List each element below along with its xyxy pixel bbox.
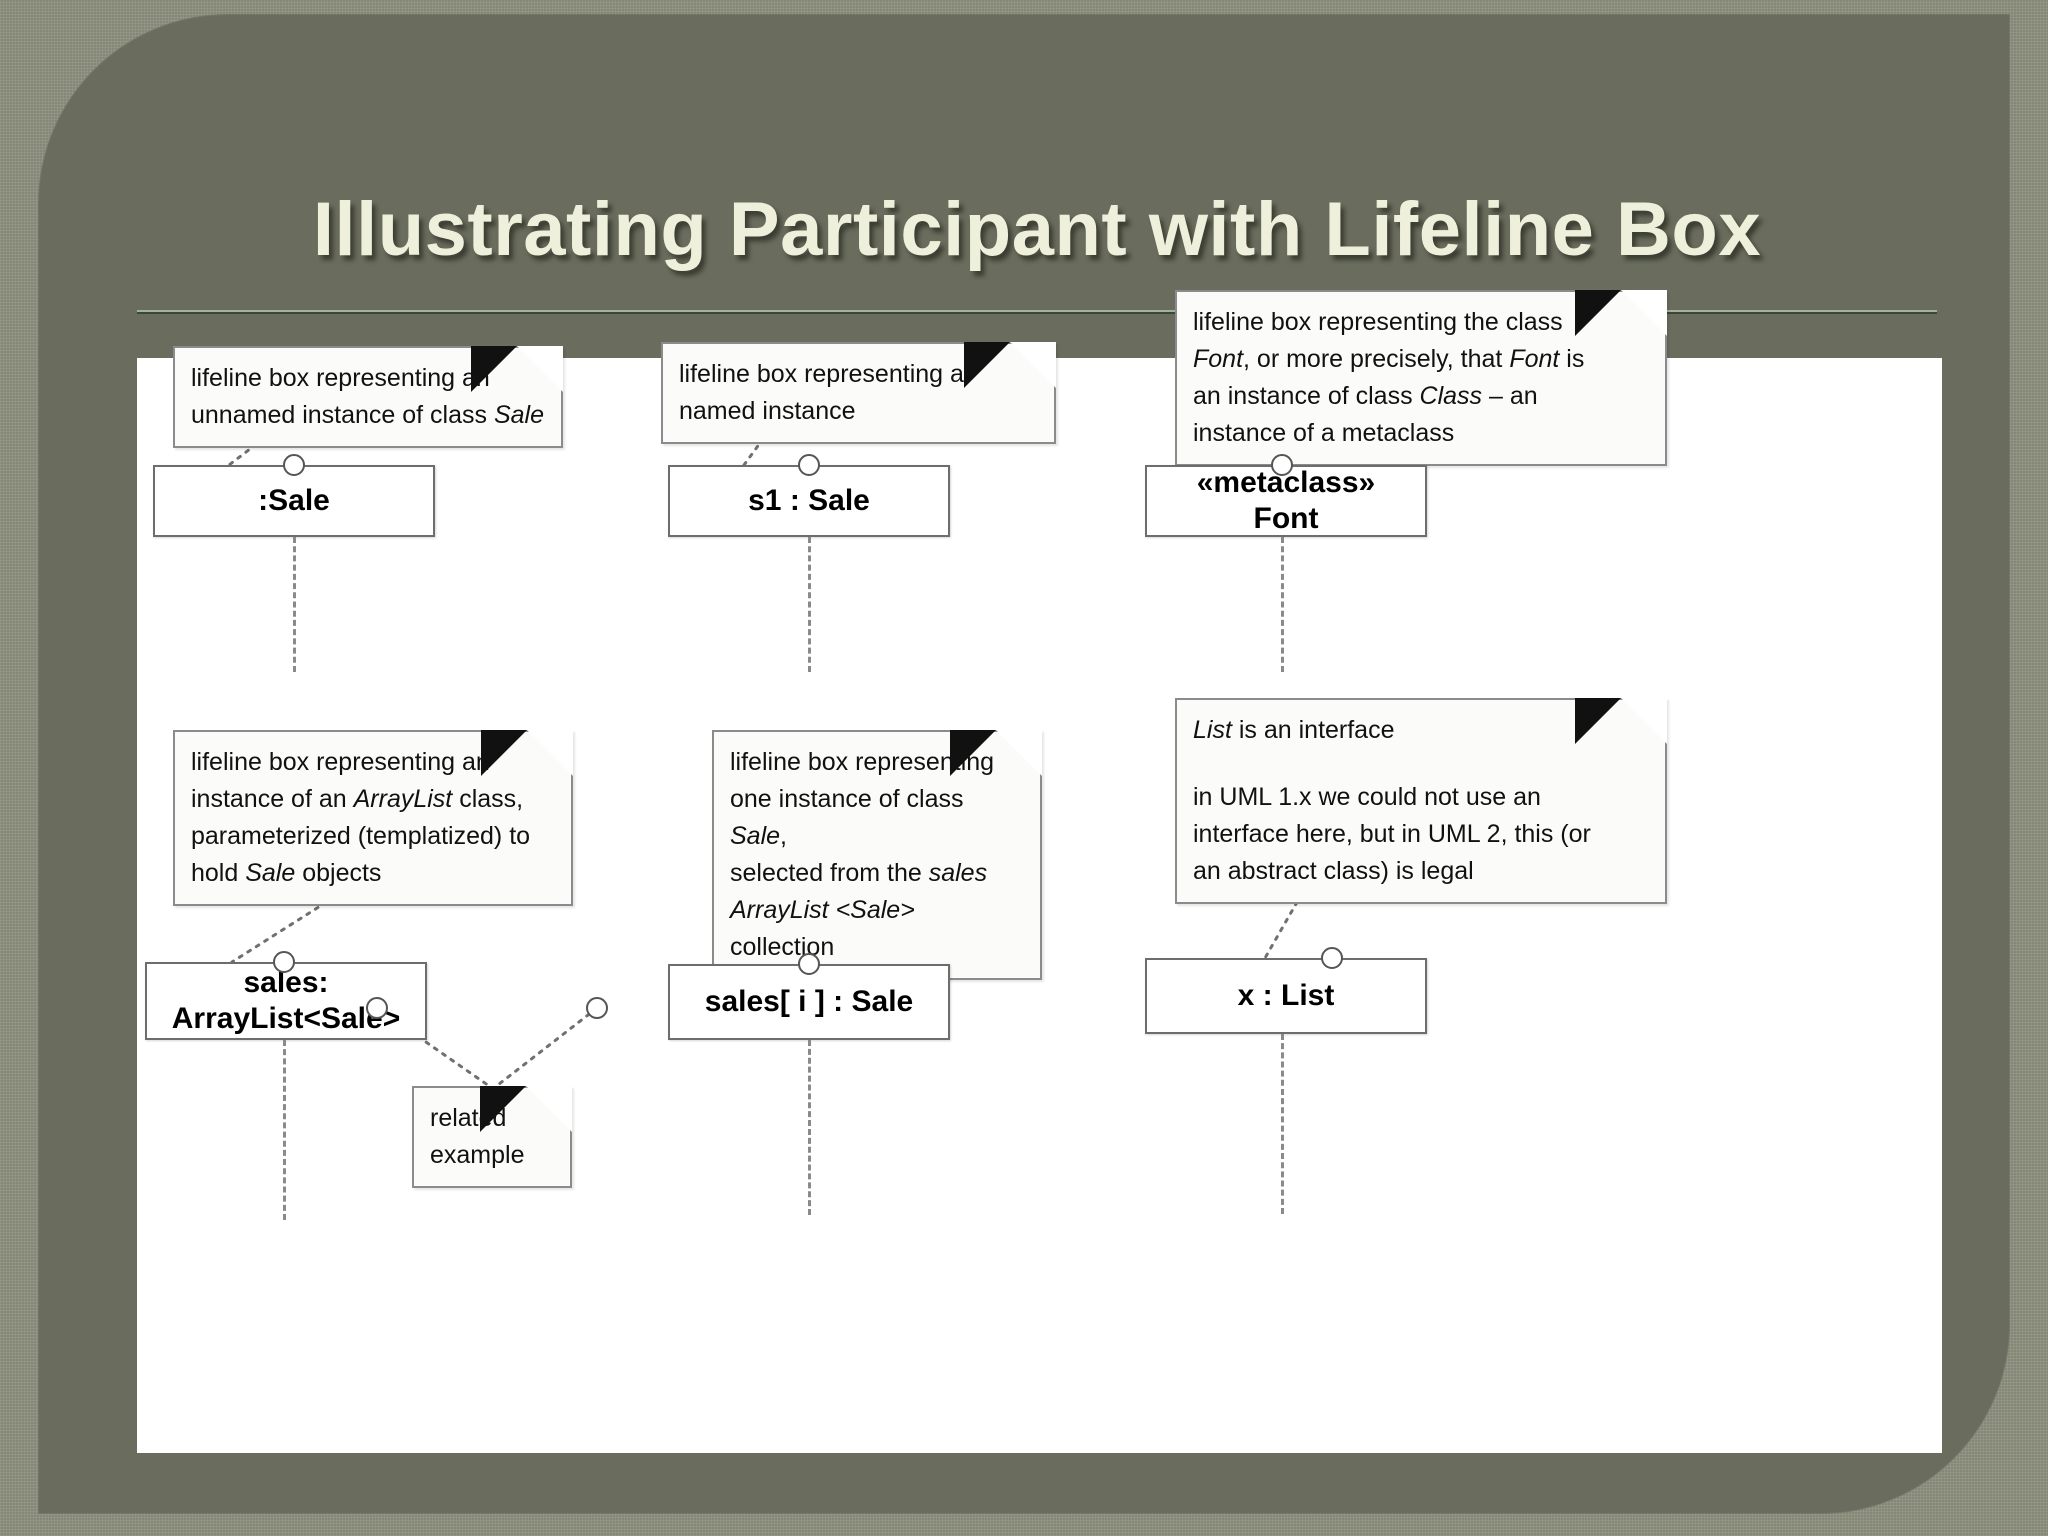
title-block: Illustrating Participant with Lifeline B… [137,180,1937,320]
lifeline-x-list: x : List [1145,947,1427,1214]
note-arraylist: lifeline box representing an instance of… [173,730,573,906]
note-line: lifeline box representing a [679,360,964,388]
lifeline-box[interactable]: «metaclass» Font [1145,465,1427,537]
lifeline-label: sales[ i ] : Sale [704,985,914,1018]
lifeline-anchor-circle [798,953,820,975]
note-line: hold Sale objects [191,859,382,887]
diagram-canvas: lifeline box representing an unnamed ins… [137,290,1942,1453]
lifeline-s1-sale: s1 : Sale [668,454,950,672]
note-line: parameterized (templatized) to [191,822,531,850]
related-example-left-anchor [366,997,388,1019]
lifeline-anchor-circle [273,951,295,973]
note-list-interface: List is an interface in UML 1.x we could… [1175,698,1667,904]
lifeline-dashed-stem [808,1040,811,1215]
related-example-right-anchor [586,997,608,1019]
note-fold-icon [1575,698,1667,744]
lifeline-anchor-circle [798,454,820,476]
lifeline-box[interactable]: x : List [1145,958,1427,1034]
title-divider [137,310,1937,314]
note-line: named instance [679,397,856,425]
note-line: Font, or more precisely, that Font is [1193,345,1585,373]
lifeline-metaclass-font: «metaclass» Font [1145,454,1427,672]
lifeline-box[interactable]: s1 : Sale [668,465,950,537]
note-line: unnamed instance of class Sale [191,401,545,429]
note-line: instance of an ArrayList class, [191,785,524,813]
note-line: in UML 1.x we could not use an [1193,783,1541,811]
lifeline-sale: :Sale [153,454,435,672]
lifeline-dashed-stem [283,1040,286,1220]
note-line: selected from the sales [730,859,988,887]
note-line: interface here, but in UML 2, this (or [1193,820,1591,848]
note-fold-icon [964,342,1056,388]
note-line: lifeline box representing an [191,748,490,776]
lifeline-label: :Sale [258,484,330,517]
note-fold-icon [471,346,563,392]
lifeline-dashed-stem [293,537,296,672]
lifeline-dashed-stem [1281,1034,1284,1214]
lifeline-box[interactable]: sales: ArrayList<Sale> [145,962,427,1040]
lifeline-box[interactable]: :Sale [153,465,435,537]
lifeline-anchor-circle [1321,947,1343,969]
note-named-instance: lifeline box representing a named instan… [661,342,1056,444]
page-title: Illustrating Participant with Lifeline B… [312,187,1762,272]
lifeline-box[interactable]: sales[ i ] : Sale [668,964,950,1040]
lifeline-anchor-circle [283,454,305,476]
note-line: one instance of class Sale, [730,785,964,850]
note-fold-icon [1575,290,1667,336]
lifeline-label-type: ArrayList<Sale> [171,1002,401,1035]
lifeline-label: x : List [1237,979,1335,1012]
lifeline-sales-i-sale: sales[ i ] : Sale [668,953,950,1215]
note-line: instance of a metaclass [1193,419,1455,447]
note-unnamed-instance: lifeline box representing an unnamed ins… [173,346,563,448]
note-fold-icon [480,1086,572,1132]
lifeline-sales-arraylist: sales: ArrayList<Sale> [145,951,427,1220]
lifeline-label: s1 : Sale [748,484,870,517]
note-line: an abstract class) is legal [1193,857,1474,885]
note-line: lifeline box representing an [191,364,490,392]
note-fold-icon [481,730,573,776]
note-line: ArrayList <Sale> collection [730,896,915,961]
note-fold-icon [950,730,1042,776]
note-line: example [430,1141,525,1169]
lifeline-dashed-stem [1281,537,1284,672]
note-blank-line [1193,749,1649,779]
lifeline-anchor-circle [1271,454,1293,476]
lifeline-label: Font [1253,502,1319,535]
note-metaclass: lifeline box representing the class Font… [1175,290,1667,466]
note-line: an instance of class Class – an [1193,382,1538,410]
note-sales-element: lifeline box representing one instance o… [712,730,1042,980]
note-related-example: related example [412,1086,572,1188]
note-line: lifeline box representing the class [1193,308,1563,336]
note-line: List is an interface [1193,716,1395,744]
lifeline-dashed-stem [808,537,811,672]
